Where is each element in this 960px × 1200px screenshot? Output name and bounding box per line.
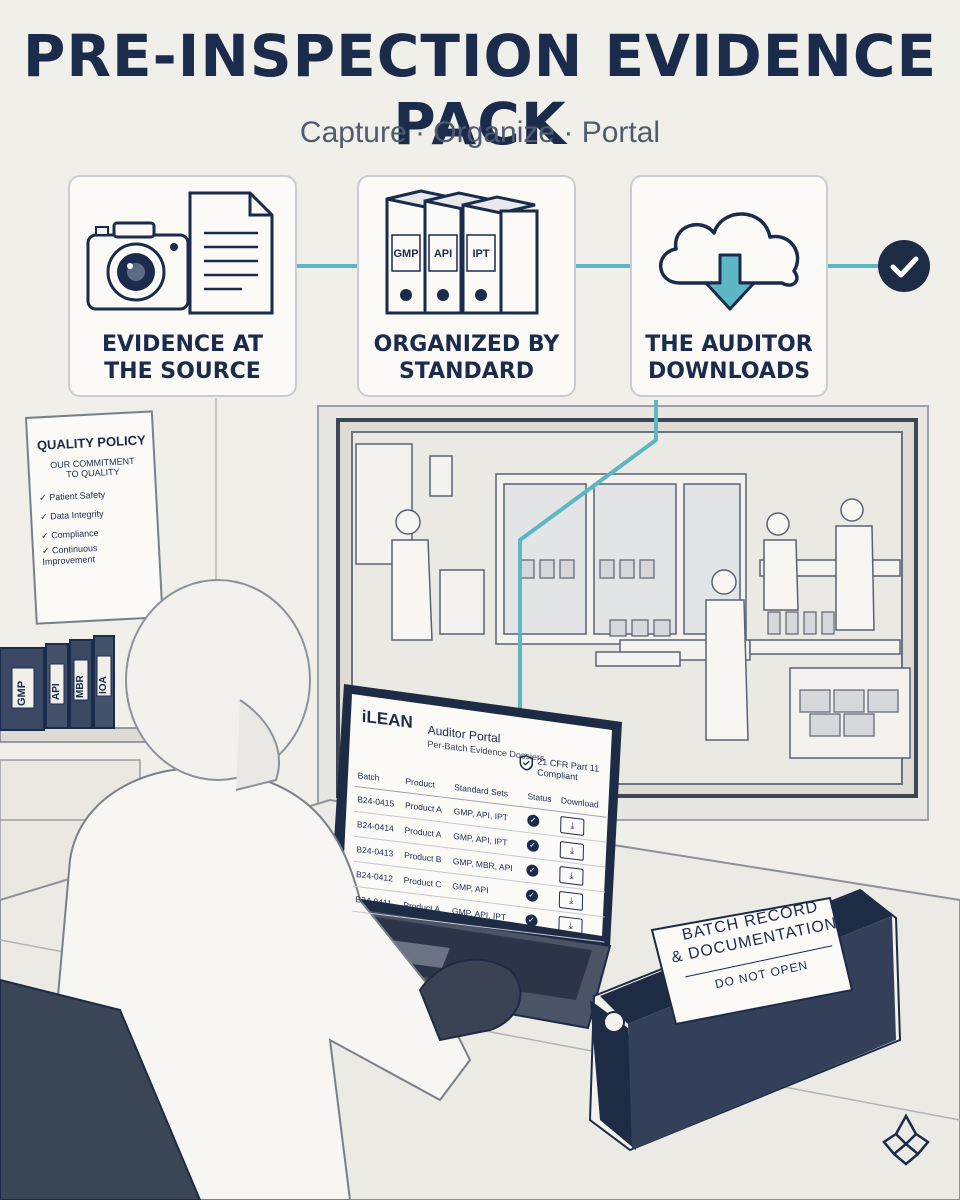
shelf-binder-mbr: MBR bbox=[75, 675, 86, 698]
quality-policy-poster: QUALITY POLICY OUR COMMITMENT TO QUALITY… bbox=[36, 432, 153, 568]
connector-3 bbox=[828, 264, 880, 268]
page-subtitle: Capture · Organize · Portal bbox=[299, 116, 661, 149]
status-check-icon: ✓ bbox=[525, 913, 538, 928]
connector-1 bbox=[296, 264, 358, 268]
connector-2 bbox=[576, 264, 630, 268]
status-check-icon: ✓ bbox=[526, 838, 539, 853]
download-icon[interactable]: ⤓ bbox=[559, 890, 584, 911]
binder-label-api: API bbox=[434, 248, 452, 260]
dossier-table: Batch Product Standard Sets Status Downl… bbox=[352, 763, 607, 943]
status-check-icon: ✓ bbox=[526, 813, 540, 828]
poster-title: QUALITY POLICY bbox=[36, 432, 147, 453]
product-name: Product A bbox=[400, 891, 450, 923]
download-icon[interactable]: ⤓ bbox=[559, 840, 585, 861]
cloud-download-icon bbox=[658, 212, 800, 311]
download-icon[interactable]: ⤓ bbox=[558, 915, 583, 936]
shelf-binder-ioa: IOA bbox=[98, 676, 109, 694]
batch-id: B24-0411 bbox=[352, 886, 401, 917]
shelf-binder-api: API bbox=[51, 683, 62, 700]
step-label-auditor: THE AUDITOR DOWNLOADS bbox=[645, 332, 813, 384]
poster-item: ✓ Continuous Improvement bbox=[41, 542, 98, 567]
binder-label-ipt: IPT bbox=[472, 248, 489, 260]
step-card-evidence: EVIDENCE AT THE SOURCE bbox=[68, 175, 297, 397]
binder-label-gmp: GMP bbox=[393, 248, 418, 260]
download-icon[interactable]: ⤓ bbox=[559, 865, 584, 886]
auditor-portal-screen: iLEAN Auditor Portal Per-Batch Evidence … bbox=[352, 702, 608, 952]
brand-logo-icon bbox=[882, 1113, 930, 1166]
status-check-icon: ✓ bbox=[525, 888, 538, 903]
camera-document-icon bbox=[86, 191, 274, 315]
batch-record-binder: BATCH RECORD & DOCUMENTATION DO NOT OPEN bbox=[652, 876, 860, 1021]
step-card-auditor: THE AUDITOR DOWNLOADS bbox=[630, 175, 828, 397]
portal-brand: iLEAN bbox=[361, 706, 413, 732]
download-icon[interactable]: ⤓ bbox=[560, 815, 585, 836]
compliance-badge: 21 CFR Part 11 Compliant bbox=[537, 756, 600, 783]
step-label-evidence: EVIDENCE AT THE SOURCE bbox=[101, 332, 264, 384]
step-card-organized: GMP API IPT ORGANIZED BY STANDARD bbox=[357, 175, 576, 397]
shield-icon bbox=[519, 755, 534, 771]
page-title: PRE-INSPECTION EVIDENCE PACK bbox=[22, 22, 938, 158]
binders-icon: GMP API IPT bbox=[385, 189, 539, 315]
check-icon bbox=[878, 240, 930, 292]
step-label-organized: ORGANIZED BY STANDARD bbox=[373, 332, 560, 384]
shelf-binder-gmp: GMP bbox=[16, 680, 28, 706]
poster-commitment: OUR COMMITMENT TO QUALITY bbox=[49, 455, 135, 480]
status-check-icon: ✓ bbox=[526, 863, 539, 878]
